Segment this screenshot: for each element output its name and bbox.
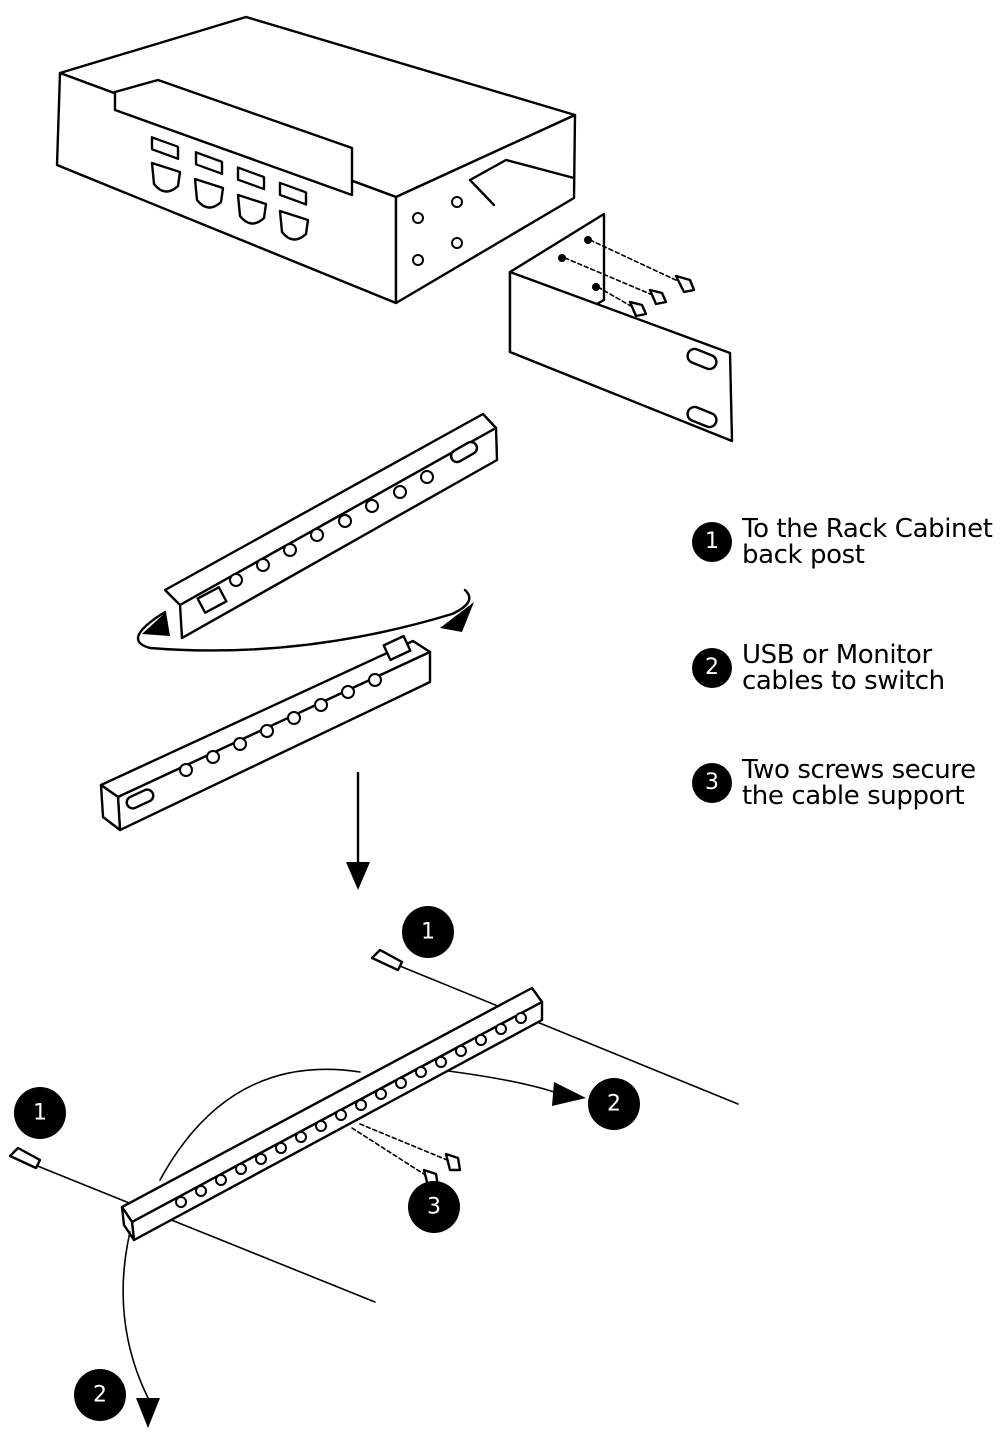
front-ports xyxy=(150,136,310,241)
legend-number-badge: 1 xyxy=(692,522,732,562)
callout-badge-top-back-post: 1 xyxy=(402,906,454,958)
callout-badge-bottom-cable: 2 xyxy=(74,1369,126,1421)
cable-support-upper xyxy=(163,412,499,640)
kvm-switch-unit xyxy=(55,15,577,305)
legend-item-back-post: 1 To the Rack Cabinet back post xyxy=(692,516,1004,568)
svg-text:1: 1 xyxy=(33,1101,47,1126)
legend-item-cables: 2 USB or Monitor cables to switch xyxy=(692,642,1004,694)
svg-text:2: 2 xyxy=(607,1092,621,1117)
callout-badge-screws: 3 xyxy=(408,1181,460,1233)
svg-text:3: 3 xyxy=(427,1195,441,1220)
legend-description: USB or Monitor cables to switch xyxy=(742,640,945,696)
callout-badge-left-back-post: 1 xyxy=(14,1087,66,1139)
installed-cable-support xyxy=(8,948,739,1428)
legend-description: Two screws secure the cable support xyxy=(742,755,976,811)
rack-mount-bracket xyxy=(508,212,734,443)
svg-text:1: 1 xyxy=(421,920,435,945)
callout-badge-right-cable: 2 xyxy=(588,1078,640,1130)
cable-support-lower xyxy=(99,634,432,832)
legend-number-badge: 3 xyxy=(692,763,732,803)
installed-support-holes xyxy=(175,1012,527,1208)
bracket-screws xyxy=(564,239,696,318)
down-arrow xyxy=(346,771,370,890)
svg-text:2: 2 xyxy=(93,1383,107,1408)
legend-item-screws: 3 Two screws secure the cable support xyxy=(692,757,1004,809)
legend-number-badge: 2 xyxy=(692,648,732,688)
legend-description: To the Rack Cabinet back post xyxy=(742,514,993,570)
swap-arrows xyxy=(136,588,474,652)
